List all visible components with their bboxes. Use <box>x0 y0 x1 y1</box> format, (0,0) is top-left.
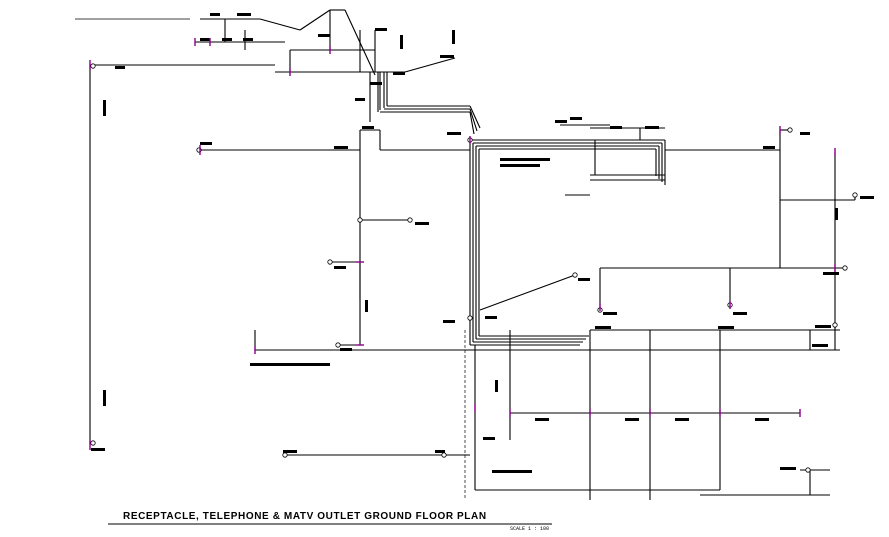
lower-area-wiring <box>282 330 830 500</box>
left-centre-branch <box>196 126 840 366</box>
left-riser <box>89 63 275 451</box>
dimension-tick-icon <box>89 38 836 450</box>
right-region-wiring <box>589 127 874 350</box>
drawing-scale: SCALE 1 : 100 <box>510 526 549 532</box>
main-cable-trunk <box>443 117 666 346</box>
top-cluster-labels <box>200 13 455 101</box>
top-cluster-wiring <box>195 9 481 135</box>
drawing-title: RECEPTACLE, TELEPHONE & MATV OUTLET GROU… <box>123 511 487 522</box>
